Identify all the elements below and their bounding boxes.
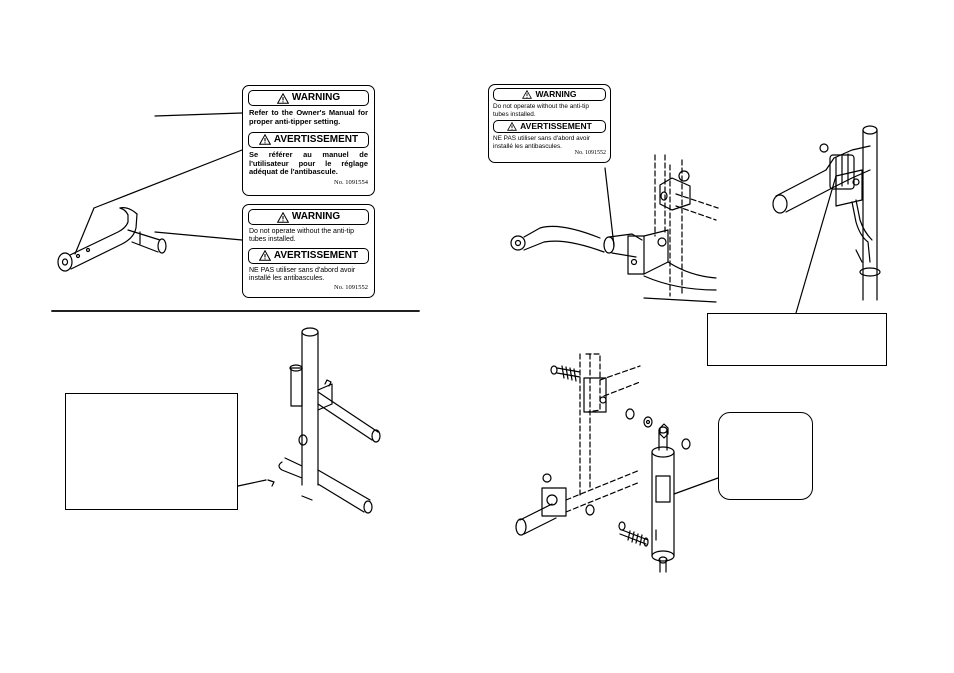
leader-line-1 (154, 112, 243, 117)
warning-text-en: Refer to the Owner's Manual for proper a… (249, 108, 368, 126)
avertissement-header-text: AVERTISSEMENT (273, 133, 359, 145)
warning-header: WARNING (493, 88, 606, 101)
warning-triangle-icon (258, 134, 271, 145)
part-number: No. 1091552 (334, 284, 368, 291)
warning-text-en: Do not operate without the anti-tip tube… (493, 103, 589, 118)
leader-line-2 (93, 149, 243, 209)
warning-triangle-icon (276, 211, 289, 223)
leader-line-3 (74, 207, 95, 255)
callout-box-left (65, 393, 238, 510)
warning-label-1091552-detail: WARNING Do not operate without the anti-… (488, 84, 611, 163)
leader-line-4 (154, 231, 243, 241)
warning-triangle-icon (258, 250, 271, 261)
warning-header-text: WARNING (535, 89, 577, 100)
avertissement-header: AVERTISSEMENT (248, 247, 369, 264)
avertissement-header: AVERTISSEMENT (248, 131, 369, 148)
frame-assembly-drawing-top-right (510, 154, 719, 303)
warning-text-fr: NE PAS utiliser sans d'abord avoir insta… (249, 266, 356, 282)
warning-triangle-icon (522, 90, 533, 99)
warning-header-text: WARNING (291, 211, 341, 222)
warning-text-fr: NE PAS utiliser sans d'abord avoir insta… (493, 135, 591, 150)
warning-triangle-icon (276, 92, 289, 104)
warning-text-en: Do not operate without the anti-tip tube… (249, 228, 355, 244)
clamp-detail-drawing-right (772, 125, 881, 314)
exploded-assembly-drawing-bottom-right (515, 353, 719, 573)
warning-header-text: WARNING (291, 92, 341, 103)
part-number: No. 1091554 (334, 179, 368, 187)
warning-header: WARNING (248, 90, 369, 106)
warning-triangle-icon (507, 122, 518, 131)
part-number: No. 1091552 (574, 150, 606, 157)
warning-label-1091554: WARNING Refer to the Owner's Manual for … (242, 85, 375, 196)
avertissement-header-text: AVERTISSEMENT (520, 121, 592, 132)
warning-header: WARNING (248, 209, 369, 225)
anti-tip-tube-drawing-left (57, 207, 167, 272)
warning-label-1091552: WARNING Do not operate without the anti-… (242, 204, 375, 298)
callout-box-right (707, 313, 887, 366)
callout-box-rounded (718, 412, 813, 500)
avertissement-header: AVERTISSEMENT (493, 120, 606, 134)
frame-assembly-drawing-left (237, 327, 381, 514)
warning-text-fr: Se référer au manuel de l'utilisateur po… (249, 149, 368, 177)
avertissement-header-text: AVERTISSEMENT (273, 249, 359, 261)
